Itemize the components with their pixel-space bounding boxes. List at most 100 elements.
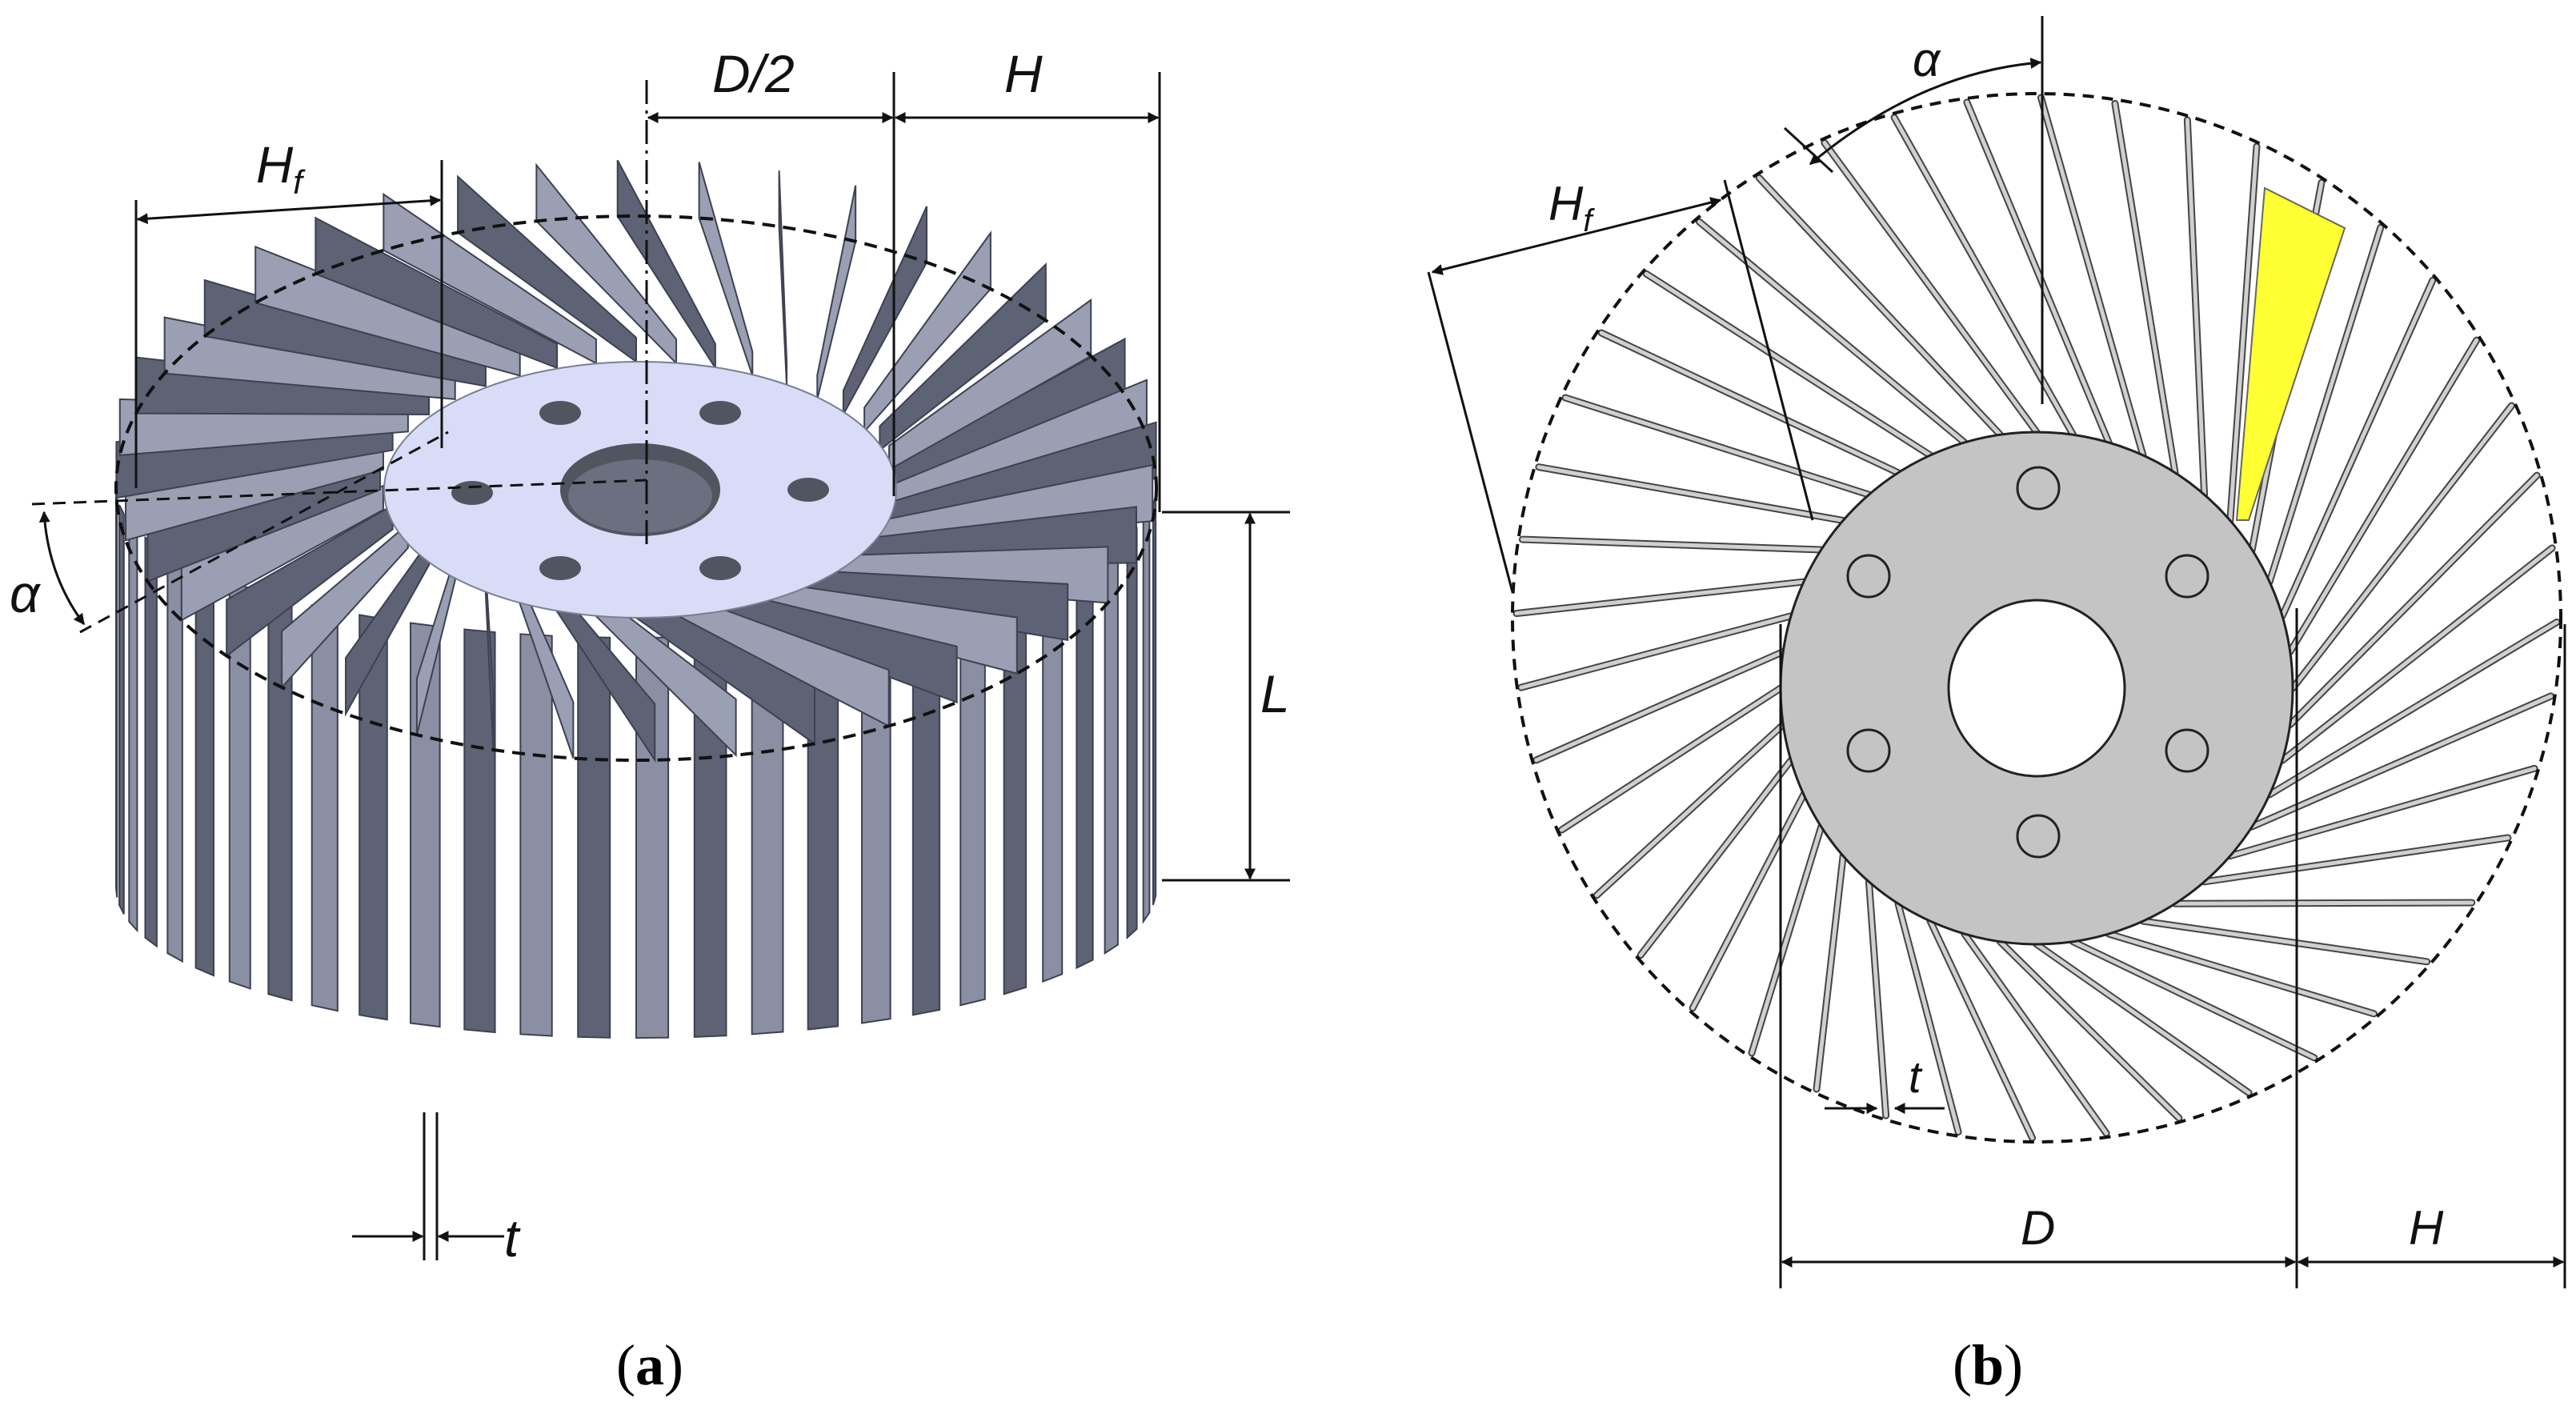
radial-fin	[1697, 219, 1967, 445]
outer-diameter-dashed-circle	[1511, 92, 2562, 1144]
side-fin	[115, 487, 118, 898]
radial-fin	[1599, 330, 1901, 475]
radial-fin	[2290, 403, 2514, 691]
mounting-hole	[539, 401, 581, 425]
top-fin	[698, 162, 754, 376]
radial-fin	[1559, 686, 1783, 832]
top-fin	[535, 162, 678, 366]
radial-fin	[1520, 537, 1824, 552]
heatsink-radial-fins	[1512, 94, 2561, 1142]
radial-fin	[2113, 101, 2177, 475]
outer-diameter-dashed-outline	[114, 214, 1158, 762]
radial-fin	[2038, 95, 2145, 458]
radial-fin	[1928, 919, 2035, 1140]
top-fin	[616, 159, 716, 371]
top-fin	[778, 170, 788, 387]
heatsink-side-fins	[115, 487, 1157, 1039]
d-label: D	[2021, 1201, 2055, 1255]
radial-fin	[1638, 758, 1793, 958]
radial-fin	[1997, 939, 2181, 1120]
figure-a: Hf D/2 H α L t (a)	[10, 44, 1290, 1397]
fin-direction-line	[79, 431, 449, 634]
side-fin	[128, 519, 138, 933]
alpha-reference-line	[1783, 126, 1834, 174]
radial-fin	[1962, 931, 2109, 1136]
hf-label: Hf	[256, 136, 306, 201]
radial-fin	[1514, 579, 1806, 616]
radial-fin	[2280, 546, 2554, 763]
mounting-hole	[2165, 728, 2209, 773]
side-fin	[1142, 510, 1151, 924]
radial-fin	[2228, 766, 2537, 859]
radial-fin	[2106, 931, 2377, 1016]
side-fin	[194, 566, 215, 977]
caption-b: (b)	[1953, 1333, 2023, 1397]
hf-dimension-arrow	[1431, 197, 1722, 275]
mounting-hole	[2016, 814, 2061, 859]
center-bore-inner	[568, 459, 712, 533]
t-label: t	[1909, 1051, 1923, 1102]
radial-fin	[2288, 338, 2479, 654]
top-fin	[863, 230, 992, 435]
radial-fin	[2185, 118, 2207, 497]
hf-label: Hf	[1548, 177, 1595, 238]
top-fin	[879, 262, 1047, 452]
radial-fin	[1690, 792, 1806, 1011]
radial-fin	[1563, 395, 1871, 497]
highlighted-flow-channel	[2235, 186, 2346, 521]
mounting-hole	[2165, 554, 2209, 599]
radial-fin	[1644, 271, 1933, 458]
mounting-hole	[699, 556, 741, 580]
center-bore-hole	[1947, 599, 2126, 778]
t-label: t	[504, 1208, 521, 1268]
side-fin	[310, 603, 339, 1012]
side-fin	[1152, 495, 1157, 906]
radial-fin	[2288, 473, 2539, 727]
radial-fin	[2228, 144, 2259, 523]
mounting-hole	[787, 478, 829, 502]
top-fin	[842, 206, 927, 415]
hf-dimension-arrow	[136, 194, 442, 225]
mounting-hole	[1846, 554, 1891, 599]
h-label: H	[2409, 1201, 2444, 1255]
figure-b: α Hf t D H (b)	[1427, 16, 2566, 1397]
radial-fin	[2071, 939, 2317, 1060]
alpha-angle-arc	[38, 511, 86, 626]
hf-extension-inner	[1723, 179, 1814, 521]
side-fin	[144, 535, 158, 948]
radial-fin	[2034, 942, 2251, 1096]
side-fin	[118, 504, 125, 915]
radial-fin	[2202, 835, 2510, 884]
radial-fin	[1896, 901, 1961, 1135]
radial-fin	[1822, 140, 2039, 435]
radial-fin	[1519, 614, 1793, 690]
radial-fin	[2267, 225, 2383, 584]
alpha-label: α	[10, 564, 42, 623]
radial-fin	[2280, 278, 2435, 619]
radial-fin	[1866, 879, 1889, 1118]
mounting-hole	[539, 556, 581, 580]
radial-fin	[1534, 649, 1785, 763]
radial-fin	[2249, 694, 2554, 829]
top-fin	[254, 245, 521, 377]
top-fin	[888, 298, 1092, 471]
mounting-hole	[2016, 466, 2061, 511]
radial-fin	[1594, 723, 1785, 898]
radial-fin	[2141, 919, 2430, 964]
radial-fin	[1536, 465, 1845, 523]
hf-extension-outer	[1427, 271, 1514, 593]
top-fin	[457, 174, 637, 363]
l-label: L	[1260, 664, 1290, 723]
radial-fin	[2267, 619, 2559, 797]
mounting-hole	[699, 401, 741, 425]
d-half-label: D/2	[712, 44, 795, 103]
alpha-label: α	[1913, 33, 1941, 86]
side-fin	[577, 635, 611, 1039]
radial-fin	[1757, 175, 2002, 437]
radial-fin	[1749, 824, 1824, 1055]
mounting-hole	[451, 481, 493, 505]
side-fin	[1126, 527, 1138, 940]
h-label: H	[1004, 44, 1043, 103]
side-fin	[463, 628, 496, 1034]
alpha-angle-arc	[1809, 58, 2042, 166]
